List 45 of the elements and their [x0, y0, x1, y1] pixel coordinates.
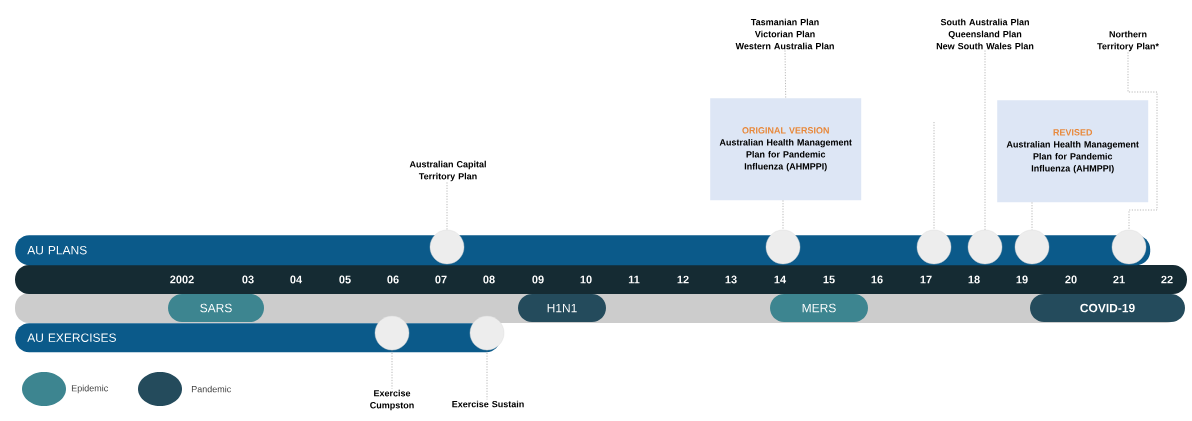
event-pill: MERS	[770, 294, 868, 322]
year-label: 22	[1161, 275, 1173, 284]
year-label: 20	[1065, 275, 1077, 284]
year-label: 12	[677, 275, 689, 284]
plan-label: Exercise Cumpston	[370, 389, 414, 411]
marker-circle	[765, 229, 801, 265]
year-label: 13	[725, 275, 737, 284]
legend-label: Pandemic	[191, 385, 231, 393]
year-label: 04	[290, 275, 303, 284]
year-label: 19	[1016, 275, 1028, 284]
legend-label: Epidemic	[71, 384, 108, 394]
year-label: 03	[242, 275, 254, 284]
marker-circle	[429, 229, 465, 265]
year-label: 2002	[170, 275, 194, 284]
plan-label: South Australia Plan Queensland Plan New South Wales Plan	[936, 18, 1034, 50]
year-label: 14	[774, 275, 787, 284]
year-label: 21	[1113, 275, 1125, 284]
year-label: 15	[823, 275, 835, 284]
year-label: 08	[483, 275, 495, 284]
leader-line	[1127, 52, 1158, 231]
event-pill: SARS	[168, 294, 264, 322]
marker-circle	[374, 315, 410, 351]
marker-circle	[916, 229, 952, 265]
plan-box: ORIGINAL VERSION Australian Health Management Plan for Pandemic Influenza (AHMPPI)	[710, 98, 862, 201]
plan-label: Northern Territory Plan*	[1097, 30, 1159, 52]
marker-circle	[1111, 229, 1147, 265]
plan-label: Australian Capital Territory Plan	[409, 160, 486, 182]
year-label: 10	[580, 275, 592, 284]
marker-circle	[967, 229, 1003, 265]
year-label: 09	[532, 275, 544, 284]
year-label: 05	[339, 275, 351, 284]
year-label: 07	[435, 275, 447, 284]
year-label: 16	[871, 275, 883, 284]
event-pill: H1N1	[518, 294, 606, 322]
plan-label: Exercise Sustain	[452, 400, 524, 408]
plan-label: Tasmanian Plan Victorian Plan Western Australia Plan	[735, 18, 834, 50]
year-label: 18	[968, 275, 980, 284]
year-label: 17	[920, 275, 932, 284]
event-pill: COVID-19	[1030, 294, 1185, 322]
year-label: 06	[387, 275, 399, 284]
plan-box: REVISED Australian Health Management Plan for Pandemic Influenza (AHMPPI)	[997, 100, 1149, 203]
year-label: 11	[628, 275, 640, 284]
marker-circle	[1014, 229, 1050, 265]
marker-circle	[469, 315, 505, 351]
leader-line	[784, 50, 786, 99]
